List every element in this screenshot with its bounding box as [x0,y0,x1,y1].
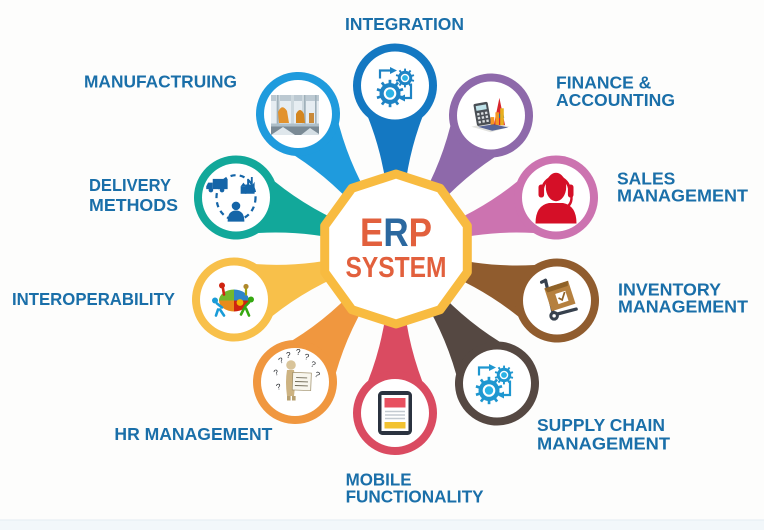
svg-text:MOBILE: MOBILE [346,470,412,490]
svg-text:?: ? [309,360,317,370]
svg-text:INTEROPERABILITY: INTEROPERABILITY [12,289,175,309]
svg-text:SYSTEM: SYSTEM [346,252,447,284]
svg-text:FINANCE &: FINANCE & [556,72,652,92]
svg-text:?: ? [286,351,291,360]
svg-text:SALES: SALES [617,168,675,188]
svg-text:INTEGRATION: INTEGRATION [345,14,464,34]
svg-text:ACCOUNTING: ACCOUNTING [556,90,675,110]
svg-text:ERP: ERP [360,211,432,255]
svg-text:?: ? [313,370,322,380]
svg-text:?: ? [296,348,301,357]
svg-text:HR MANAGEMENT: HR MANAGEMENT [114,424,272,444]
svg-text:MANAGEMENT: MANAGEMENT [537,434,670,454]
svg-text:METHODS: METHODS [89,195,178,215]
svg-text:?: ? [275,382,282,392]
svg-text:INVENTORY: INVENTORY [618,279,721,299]
svg-text:DELIVERY: DELIVERY [89,175,171,195]
svg-text:?: ? [304,352,311,362]
svg-text:MANUFACTRUING: MANUFACTRUING [84,72,237,92]
svg-text:FUNCTIONALITY: FUNCTIONALITY [346,486,484,506]
svg-text:SUPPLY CHAIN: SUPPLY CHAIN [537,415,665,435]
svg-text:?: ? [272,368,280,378]
svg-text:MANAGEMENT: MANAGEMENT [618,297,748,317]
svg-text:MANAGEMENT: MANAGEMENT [617,186,748,206]
svg-text:?: ? [277,356,285,366]
